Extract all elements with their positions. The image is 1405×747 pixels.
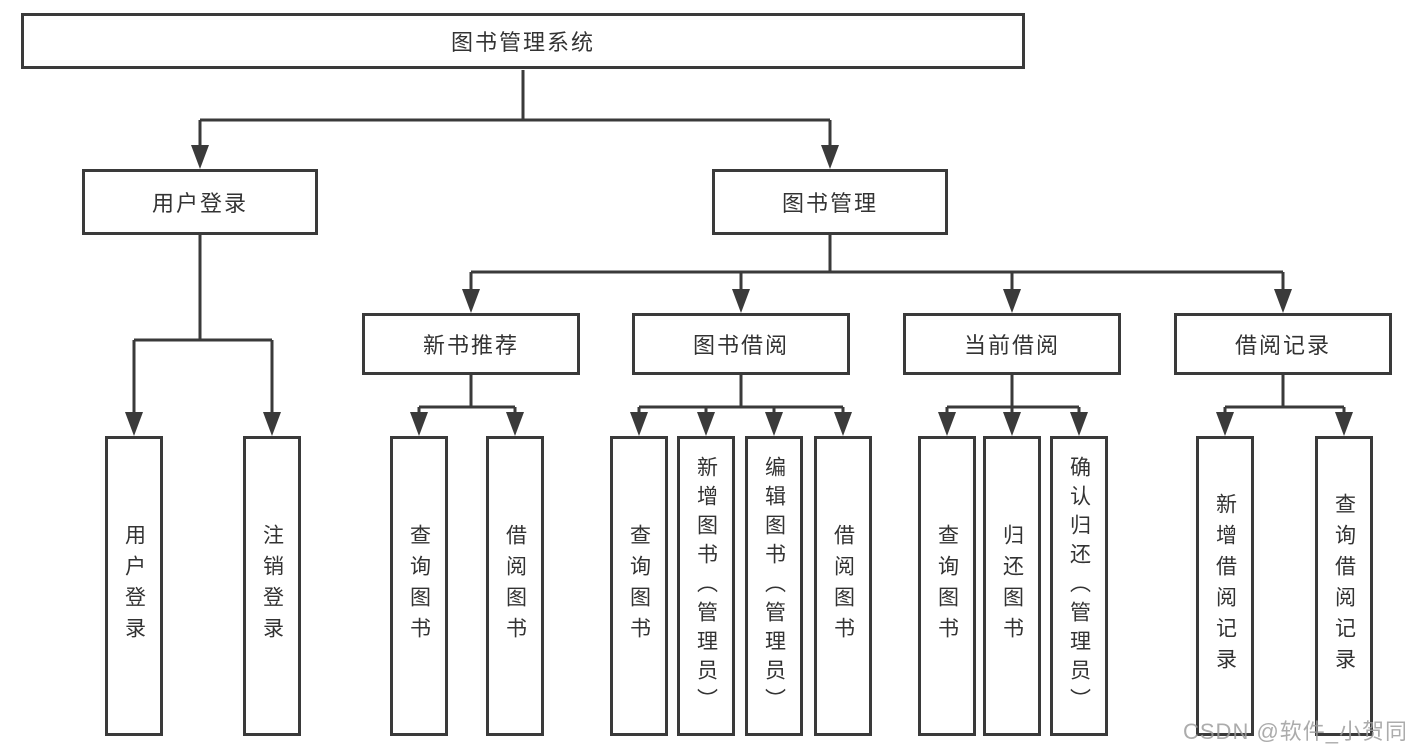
connector-newbook-split xyxy=(417,375,517,413)
connector-currentborrow-split xyxy=(945,375,1081,413)
connector-bookmgmt-split xyxy=(469,235,1285,290)
leaf-logout-label: 注销登录 xyxy=(260,524,284,648)
leaf-br-add: 新增借阅记录 xyxy=(1196,436,1254,736)
node-root-label: 图书管理系统 xyxy=(450,30,595,55)
node-borrow-record: 借阅记录 xyxy=(1174,313,1392,375)
leaf-cb-confirm: 确认归还（管理员） xyxy=(1050,436,1108,736)
leaf-user-login-label: 用户登录 xyxy=(122,524,146,648)
leaf-nb-query: 查询图书 xyxy=(390,436,448,736)
leaf-cb-return-label: 归还图书 xyxy=(1000,524,1024,648)
leaf-bb-query: 查询图书 xyxy=(610,436,668,736)
leaf-nb-query-label: 查询图书 xyxy=(407,524,431,648)
arrow-down-icon xyxy=(732,289,750,313)
arrow-down-icon xyxy=(191,145,209,169)
arrow-down-icon xyxy=(630,412,648,436)
node-borrow-record-label: 借阅记录 xyxy=(1234,333,1331,358)
arrow-down-icon xyxy=(506,412,524,436)
node-new-book-label: 新书推荐 xyxy=(422,333,519,358)
connector-root-split xyxy=(198,70,832,146)
leaf-bb-add-label: 新增图书（管理员） xyxy=(694,455,718,717)
arrow-down-icon xyxy=(765,412,783,436)
node-book-mgmt: 图书管理 xyxy=(712,169,948,235)
arrow-down-icon xyxy=(1070,412,1088,436)
arrow-down-icon xyxy=(834,412,852,436)
node-book-mgmt-label: 图书管理 xyxy=(781,191,878,216)
leaf-bb-edit-label: 编辑图书（管理员） xyxy=(762,455,786,717)
arrow-down-icon xyxy=(410,412,428,436)
leaf-cb-query: 查询图书 xyxy=(918,436,976,736)
connector-borrowrecord-split xyxy=(1223,375,1346,413)
node-book-borrow-label: 图书借阅 xyxy=(692,333,789,358)
leaf-nb-borrow: 借阅图书 xyxy=(486,436,544,736)
arrow-down-icon xyxy=(1003,289,1021,313)
arrow-down-icon xyxy=(1274,289,1292,313)
arrow-down-icon xyxy=(1003,412,1021,436)
leaf-br-query-label: 查询借阅记录 xyxy=(1332,493,1356,679)
leaf-cb-return: 归还图书 xyxy=(983,436,1041,736)
arrowheads xyxy=(125,145,1353,436)
leaf-br-add-label: 新增借阅记录 xyxy=(1213,493,1237,679)
leaf-bb-borrow-label: 借阅图书 xyxy=(831,524,855,648)
arrow-down-icon xyxy=(1216,412,1234,436)
leaf-bb-edit: 编辑图书（管理员） xyxy=(745,436,803,736)
node-root: 图书管理系统 xyxy=(21,13,1025,69)
arrow-down-icon xyxy=(1335,412,1353,436)
connector-bookborrow-split xyxy=(637,375,845,413)
leaf-br-query: 查询借阅记录 xyxy=(1315,436,1373,736)
leaf-bb-add: 新增图书（管理员） xyxy=(677,436,735,736)
leaf-logout: 注销登录 xyxy=(243,436,301,736)
connector-userlogin-split xyxy=(132,235,274,413)
leaf-bb-query-label: 查询图书 xyxy=(627,524,651,648)
leaf-user-login: 用户登录 xyxy=(105,436,163,736)
arrow-down-icon xyxy=(125,412,143,436)
node-current-borrow: 当前借阅 xyxy=(903,313,1121,375)
leaf-cb-query-label: 查询图书 xyxy=(935,524,959,648)
arrow-down-icon xyxy=(697,412,715,436)
leaf-nb-borrow-label: 借阅图书 xyxy=(503,524,527,648)
leaf-bb-borrow: 借阅图书 xyxy=(814,436,872,736)
arrow-down-icon xyxy=(462,289,480,313)
node-user-login-group-label: 用户登录 xyxy=(151,191,248,216)
node-current-borrow-label: 当前借阅 xyxy=(963,333,1060,358)
watermark: CSDN @软件_小贺同学 xyxy=(1183,719,1405,744)
arrow-down-icon xyxy=(938,412,956,436)
arrow-down-icon xyxy=(821,145,839,169)
node-user-login-group: 用户登录 xyxy=(82,169,318,235)
node-book-borrow: 图书借阅 xyxy=(632,313,850,375)
node-new-book: 新书推荐 xyxy=(362,313,580,375)
arrow-down-icon xyxy=(263,412,281,436)
leaf-cb-confirm-label: 确认归还（管理员） xyxy=(1067,455,1091,717)
